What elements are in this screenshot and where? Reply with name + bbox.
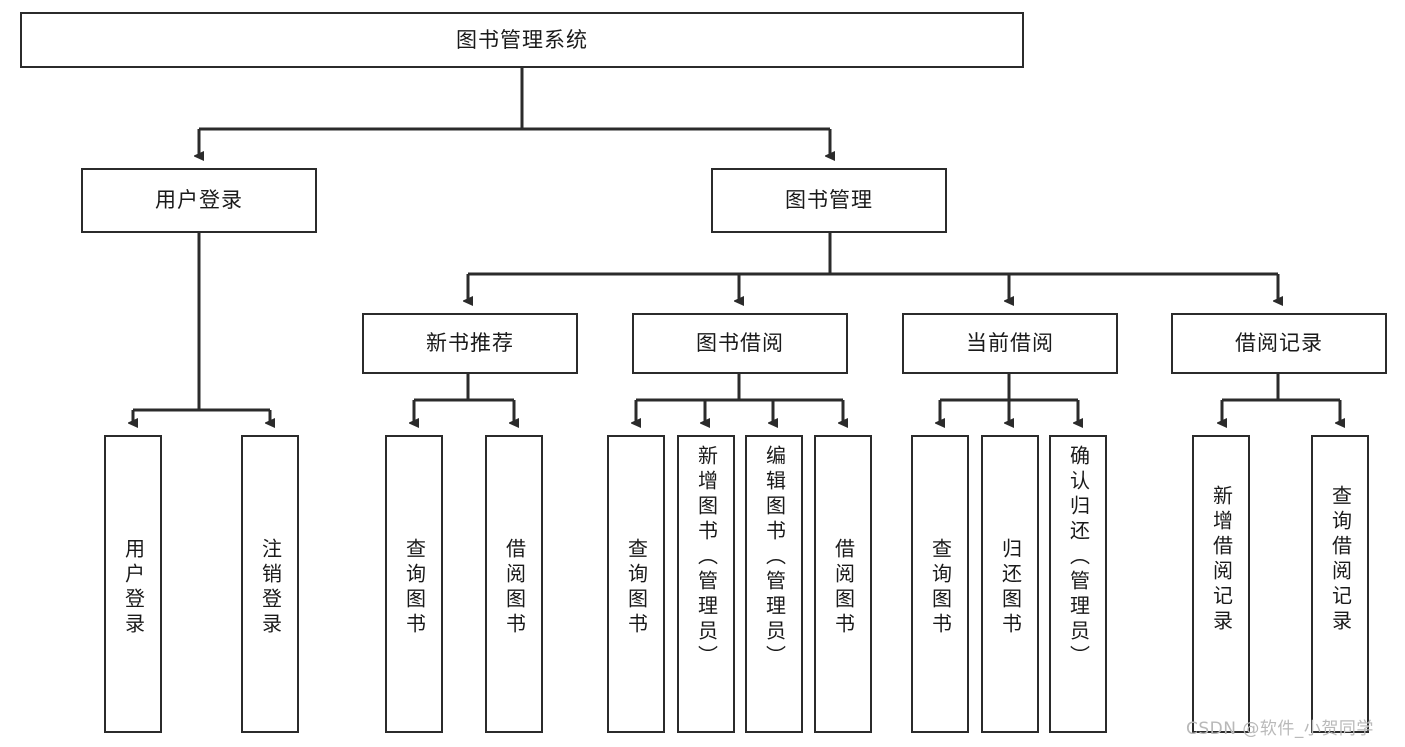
leaf-new-book-borrow[interactable]: 借阅图书 — [485, 435, 543, 733]
node-label: 查询图书 — [402, 538, 427, 638]
node-label: 查询图书 — [928, 538, 953, 638]
node-label: 新增借阅记录 — [1209, 485, 1234, 635]
node-label: 图书管理 — [785, 188, 873, 212]
node-current-borrow[interactable]: 当前借阅 — [902, 313, 1118, 374]
leaf-book-borrow-edit[interactable]: 编辑图书（管理员） — [745, 435, 803, 733]
node-borrow-record[interactable]: 借阅记录 — [1171, 313, 1387, 374]
leaf-borrow-record-add[interactable]: 新增借阅记录 — [1192, 435, 1250, 733]
watermark-text: CSDN @软件_小贺同学 — [1186, 719, 1374, 739]
node-book-management[interactable]: 图书管理 — [711, 168, 947, 233]
leaf-current-borrow-confirm[interactable]: 确认归还（管理员） — [1049, 435, 1107, 733]
leaf-new-book-query[interactable]: 查询图书 — [385, 435, 443, 733]
leaf-current-borrow-return[interactable]: 归还图书 — [981, 435, 1039, 733]
node-label: 归还图书 — [998, 538, 1023, 638]
node-label: 查询图书 — [624, 538, 649, 638]
node-label: 当前借阅 — [966, 331, 1054, 355]
node-label: 查询借阅记录 — [1328, 485, 1353, 635]
node-label: 新增图书（管理员） — [694, 445, 719, 670]
node-label: 用户登录 — [155, 188, 243, 212]
node-book-borrow[interactable]: 图书借阅 — [632, 313, 848, 374]
node-label: 确认归还（管理员） — [1066, 445, 1091, 670]
node-root-system[interactable]: 图书管理系统 — [20, 12, 1024, 68]
node-new-book-recommend[interactable]: 新书推荐 — [362, 313, 578, 374]
node-label: 用户登录 — [121, 538, 146, 638]
node-label: 借阅图书 — [502, 538, 527, 638]
node-label: 新书推荐 — [426, 331, 514, 355]
node-label: 借阅记录 — [1235, 331, 1323, 355]
leaf-borrow-record-query[interactable]: 查询借阅记录 — [1311, 435, 1369, 733]
node-label: 图书借阅 — [696, 331, 784, 355]
leaf-book-borrow-query[interactable]: 查询图书 — [607, 435, 665, 733]
leaf-user-login-logout[interactable]: 注销登录 — [241, 435, 299, 733]
node-label: 编辑图书（管理员） — [762, 445, 787, 670]
node-label: 借阅图书 — [831, 538, 856, 638]
leaf-book-borrow-borrow[interactable]: 借阅图书 — [814, 435, 872, 733]
node-label: 注销登录 — [258, 538, 283, 638]
node-user-login[interactable]: 用户登录 — [81, 168, 317, 233]
leaf-current-borrow-query[interactable]: 查询图书 — [911, 435, 969, 733]
node-label: 图书管理系统 — [456, 27, 588, 52]
leaf-user-login-login[interactable]: 用户登录 — [104, 435, 162, 733]
leaf-book-borrow-add[interactable]: 新增图书（管理员） — [677, 435, 735, 733]
